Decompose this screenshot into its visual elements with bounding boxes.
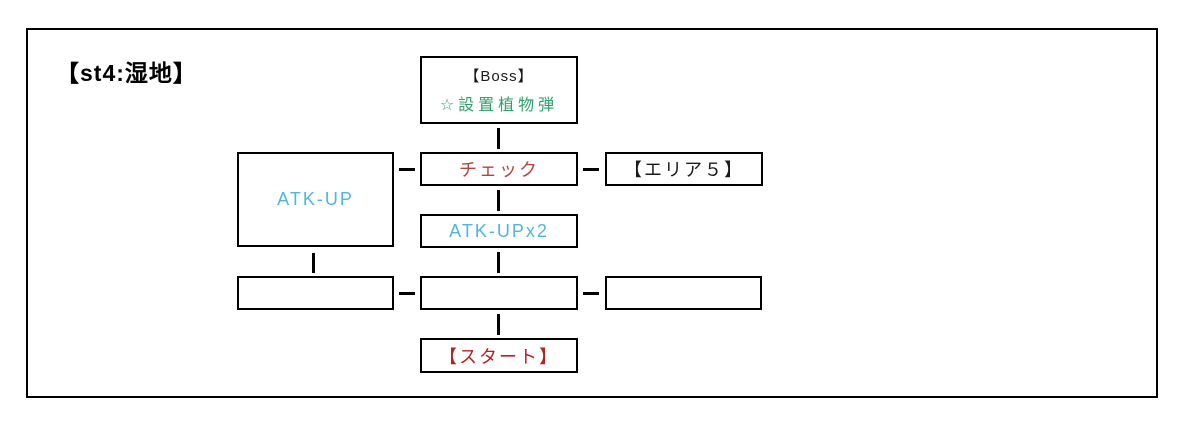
node-start: 【スタート】: [420, 338, 578, 373]
connector-check-atkupx2: [497, 190, 500, 211]
node-check: チェック: [420, 152, 578, 186]
node-atk-up-x2: ATK-UPx2: [420, 214, 578, 248]
check-label: チェック: [459, 160, 539, 180]
connector-roomcenter-roomright: [583, 292, 599, 295]
connector-atkup-check: [399, 168, 415, 171]
start-label: 【スタート】: [439, 346, 559, 367]
area5-label: 【エリア５】: [624, 160, 744, 180]
connector-roomcenter-start: [497, 314, 500, 335]
node-room-right: [605, 276, 762, 310]
node-room-center: [420, 276, 578, 310]
connector-roomleft-roomcenter: [399, 292, 415, 295]
node-boss: 【Boss】 ☆設置植物弾: [420, 56, 578, 124]
boss-subtitle-label: ☆設置植物弾: [439, 97, 559, 114]
connector-atkupx2-roomcenter: [497, 252, 500, 273]
diagram-frame: [26, 28, 1158, 398]
boss-title-label: 【Boss】: [464, 68, 534, 85]
node-area5: 【エリア５】: [605, 152, 763, 186]
node-room-left: [237, 276, 394, 310]
node-atk-up: ATK-UP: [237, 152, 394, 247]
connector-check-area5: [583, 168, 599, 171]
atk-up-x2-label: ATK-UPx2: [449, 220, 549, 241]
atk-up-label: ATK-UP: [277, 189, 354, 209]
connector-boss-check: [497, 128, 500, 149]
connector-atkup-roomleft: [312, 253, 315, 273]
page-title: 【st4:湿地】: [56, 60, 197, 86]
